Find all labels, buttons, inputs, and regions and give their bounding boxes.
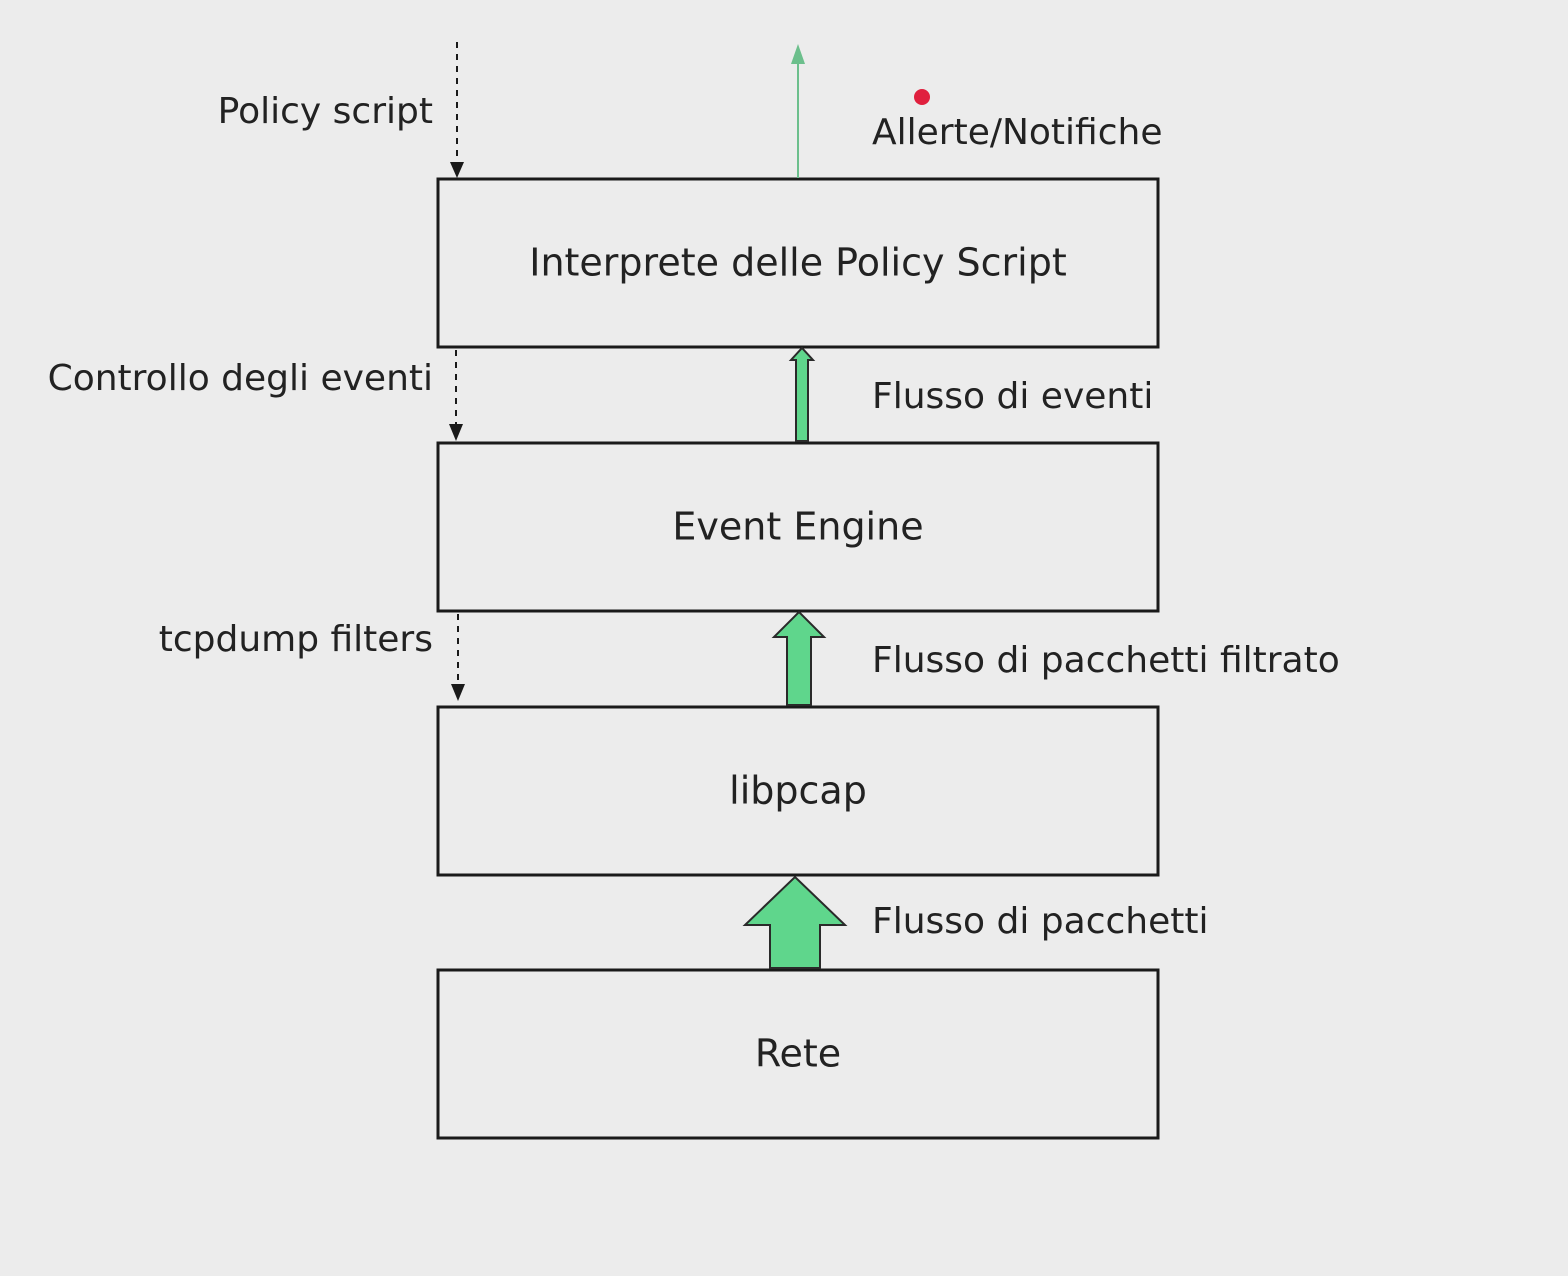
flusso-eventi-arrow	[788, 346, 816, 442]
box-rete-label: Rete	[755, 1032, 841, 1076]
box-interprete-label: Interprete delle Policy Script	[529, 241, 1067, 285]
box-rete	[436, 968, 1160, 1140]
flusso-filtrato-arrow	[771, 610, 827, 706]
controllo-eventi-arrow	[449, 350, 463, 441]
box-interprete	[436, 177, 1160, 349]
box-event-engine	[436, 441, 1160, 613]
label-allerte: Allerte/Notifiche	[872, 112, 1162, 153]
alert-output-arrow	[791, 44, 805, 178]
box-libpcap	[436, 705, 1160, 877]
label-flusso-pacchetti: Flusso di pacchetti	[872, 901, 1209, 942]
label-tcpdump-filters: tcpdump filters	[159, 619, 433, 660]
label-controllo-eventi: Controllo degli eventi	[48, 358, 433, 399]
policy-script-arrow	[450, 42, 464, 178]
label-flusso-eventi: Flusso di eventi	[872, 376, 1153, 417]
red-dot-marker	[914, 89, 930, 105]
label-policy-script: Policy script	[218, 91, 433, 132]
box-event-engine-label: Event Engine	[672, 505, 923, 549]
box-libpcap-label: libpcap	[729, 769, 867, 813]
flusso-pacchetti-arrow	[742, 875, 848, 969]
tcpdump-filters-arrow	[451, 614, 465, 701]
label-flusso-filtrato: Flusso di pacchetti filtrato	[872, 640, 1340, 681]
